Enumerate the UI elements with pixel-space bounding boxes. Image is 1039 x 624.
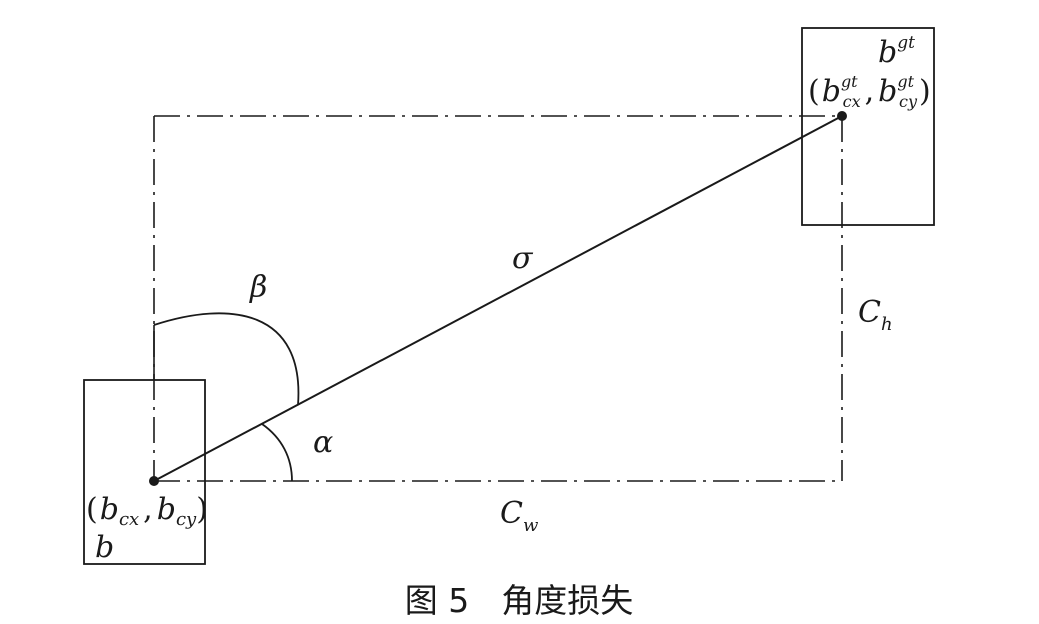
cw-label: Cw [500,496,539,536]
pred-center-coords: (bcx,bcy) [86,492,208,530]
ch-label: Ch [858,295,893,335]
predicted-box [83,379,206,565]
ground-truth-box [801,27,935,226]
beta-arc [153,312,300,406]
figure-number: 图 5 [405,581,470,620]
alpha-label: α [313,425,333,460]
figure-caption: 图 5 角度损失 [405,581,634,620]
sigma-label: σ [512,241,534,276]
figure-title: 角度损失 [501,581,633,620]
predicted-box-label: b [95,530,114,565]
gt-center-point [837,111,847,121]
center-distance-line [153,115,843,482]
alpha-arc [261,423,293,482]
gt-box-label: bgt [878,33,915,70]
predicted-center-point [149,476,159,486]
beta-label: β [249,270,267,305]
